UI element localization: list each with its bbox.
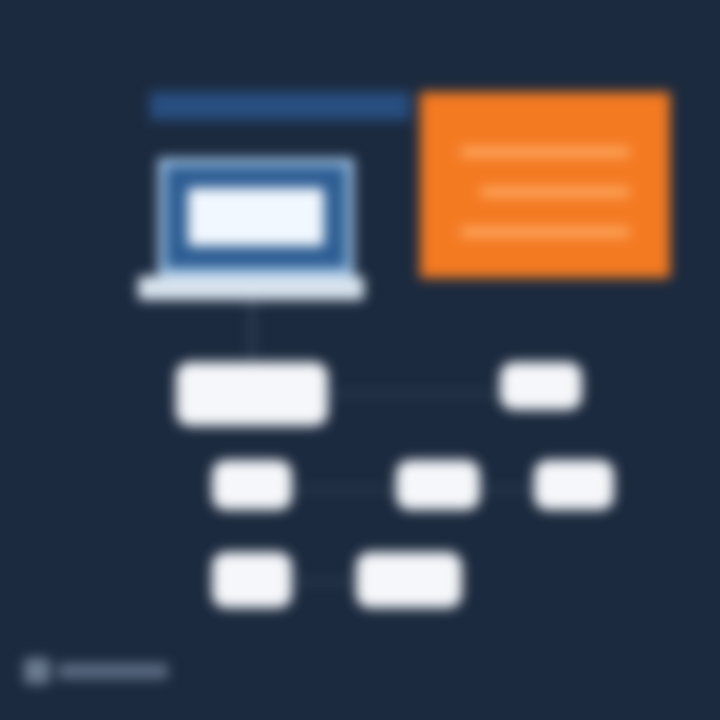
laptop-screen-content: [188, 188, 324, 246]
connector-horizontal: [290, 488, 400, 491]
connector-horizontal: [478, 488, 536, 491]
node-5: [534, 460, 614, 510]
node-3: [212, 460, 292, 510]
laptop-icon: [158, 158, 354, 276]
node-2: [500, 362, 582, 410]
logo-mark-icon: [24, 658, 50, 684]
blue-header-band: [150, 92, 410, 120]
node-1: [176, 362, 328, 426]
connector-vertical: [250, 300, 254, 358]
node-6: [212, 552, 292, 608]
orange-panel-line: [460, 228, 630, 236]
connector-horizontal: [290, 580, 358, 583]
connector-horizontal: [330, 392, 500, 395]
brand-logo: [24, 658, 168, 684]
logo-wordmark: [58, 663, 168, 679]
orange-panel-line: [480, 188, 630, 196]
node-4: [396, 460, 480, 510]
orange-panel: [420, 92, 670, 278]
node-7: [356, 552, 462, 608]
laptop-base: [138, 276, 364, 300]
orange-panel-line: [460, 148, 630, 156]
